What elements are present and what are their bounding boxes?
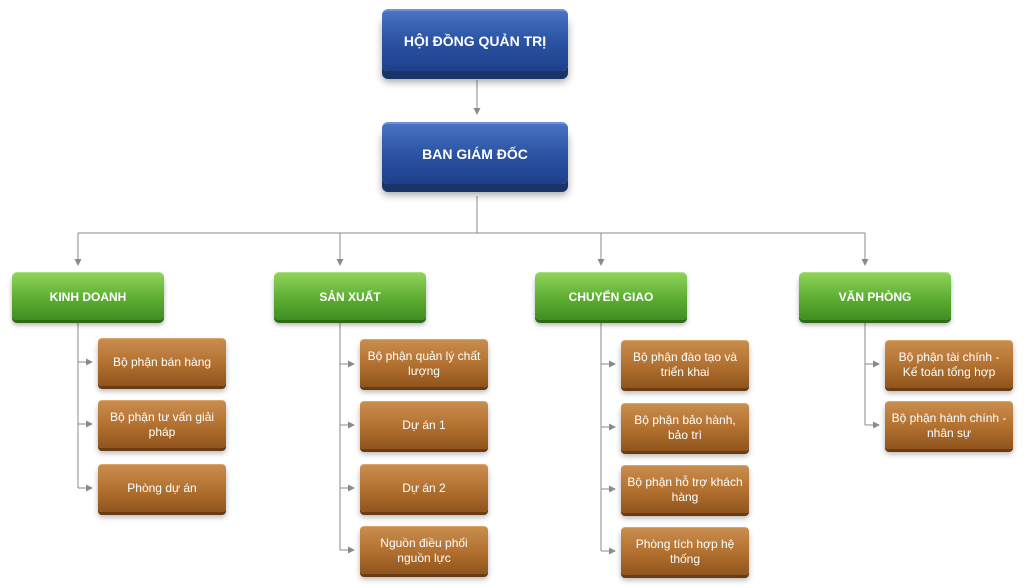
unit-box: Bộ phận tài chính - Kế toán tổng hợp	[885, 340, 1013, 388]
unit-label: Bộ phận hỗ trợ khách hàng	[627, 474, 743, 504]
department-chuyen-giao: CHUYỂN GIAO	[535, 272, 687, 320]
unit-label: Bộ phận tài chính - Kế toán tổng hợp	[898, 349, 1000, 379]
unit-box: Bộ phận hỗ trợ khách hàng	[621, 465, 749, 513]
unit-box: Bộ phận đào tạo và triển khai	[621, 340, 749, 388]
unit-box: Phòng tích hợp hệ thống	[621, 527, 749, 575]
unit-box: Bộ phận quản lý chất lượng	[360, 339, 488, 387]
department-label: VĂN PHÒNG	[838, 289, 912, 304]
department-label: CHUYỂN GIAO	[568, 289, 654, 304]
department-kinh-doanh: KINH DOANH	[12, 272, 164, 320]
department-san-xuat: SẢN XUẤT	[274, 272, 426, 320]
unit-label: Dự án 1	[402, 418, 446, 432]
board-of-management-label: BAN GIÁM ĐỐC	[422, 146, 528, 162]
unit-label: Phòng dự án	[127, 481, 197, 495]
unit-label: Bộ phận tư vấn giải pháp	[109, 409, 215, 439]
unit-box: Dự án 1	[360, 401, 488, 449]
unit-box: Bộ phận hành chính - nhân sự	[885, 401, 1013, 449]
board-of-management-box: BAN GIÁM ĐỐC	[382, 122, 568, 184]
unit-label: Bộ phận hành chính - nhân sự	[891, 410, 1007, 440]
unit-box: Bộ phận tư vấn giải pháp	[98, 400, 226, 448]
department-label: SẢN XUẤT	[319, 289, 381, 304]
board-of-directors-box: HỘI ĐỒNG QUẢN TRỊ	[382, 9, 568, 71]
unit-label: Dự án 2	[402, 481, 446, 495]
department-label: KINH DOANH	[49, 289, 127, 304]
unit-label: Bộ phận đào tạo và triển khai	[632, 349, 738, 379]
unit-label: Bộ phận quản lý chất lượng	[367, 348, 481, 378]
board-of-directors-label: HỘI ĐỒNG QUẢN TRỊ	[403, 33, 547, 49]
unit-box: Nguồn điều phối nguồn lực	[360, 526, 488, 574]
unit-label: Nguồn điều phối nguồn lực	[380, 535, 468, 565]
unit-label: Phòng tích hợp hệ thống	[635, 536, 735, 566]
unit-label: Bộ phận bán hàng	[112, 355, 212, 369]
unit-box: Phòng dự án	[98, 464, 226, 512]
department-van-phong: VĂN PHÒNG	[799, 272, 951, 320]
unit-box: Bộ phận bảo hành, bảo trì	[621, 403, 749, 451]
unit-box: Dự án 2	[360, 464, 488, 512]
unit-box: Bộ phận bán hàng	[98, 338, 226, 386]
unit-label: Bộ phận bảo hành, bảo trì	[634, 412, 736, 442]
